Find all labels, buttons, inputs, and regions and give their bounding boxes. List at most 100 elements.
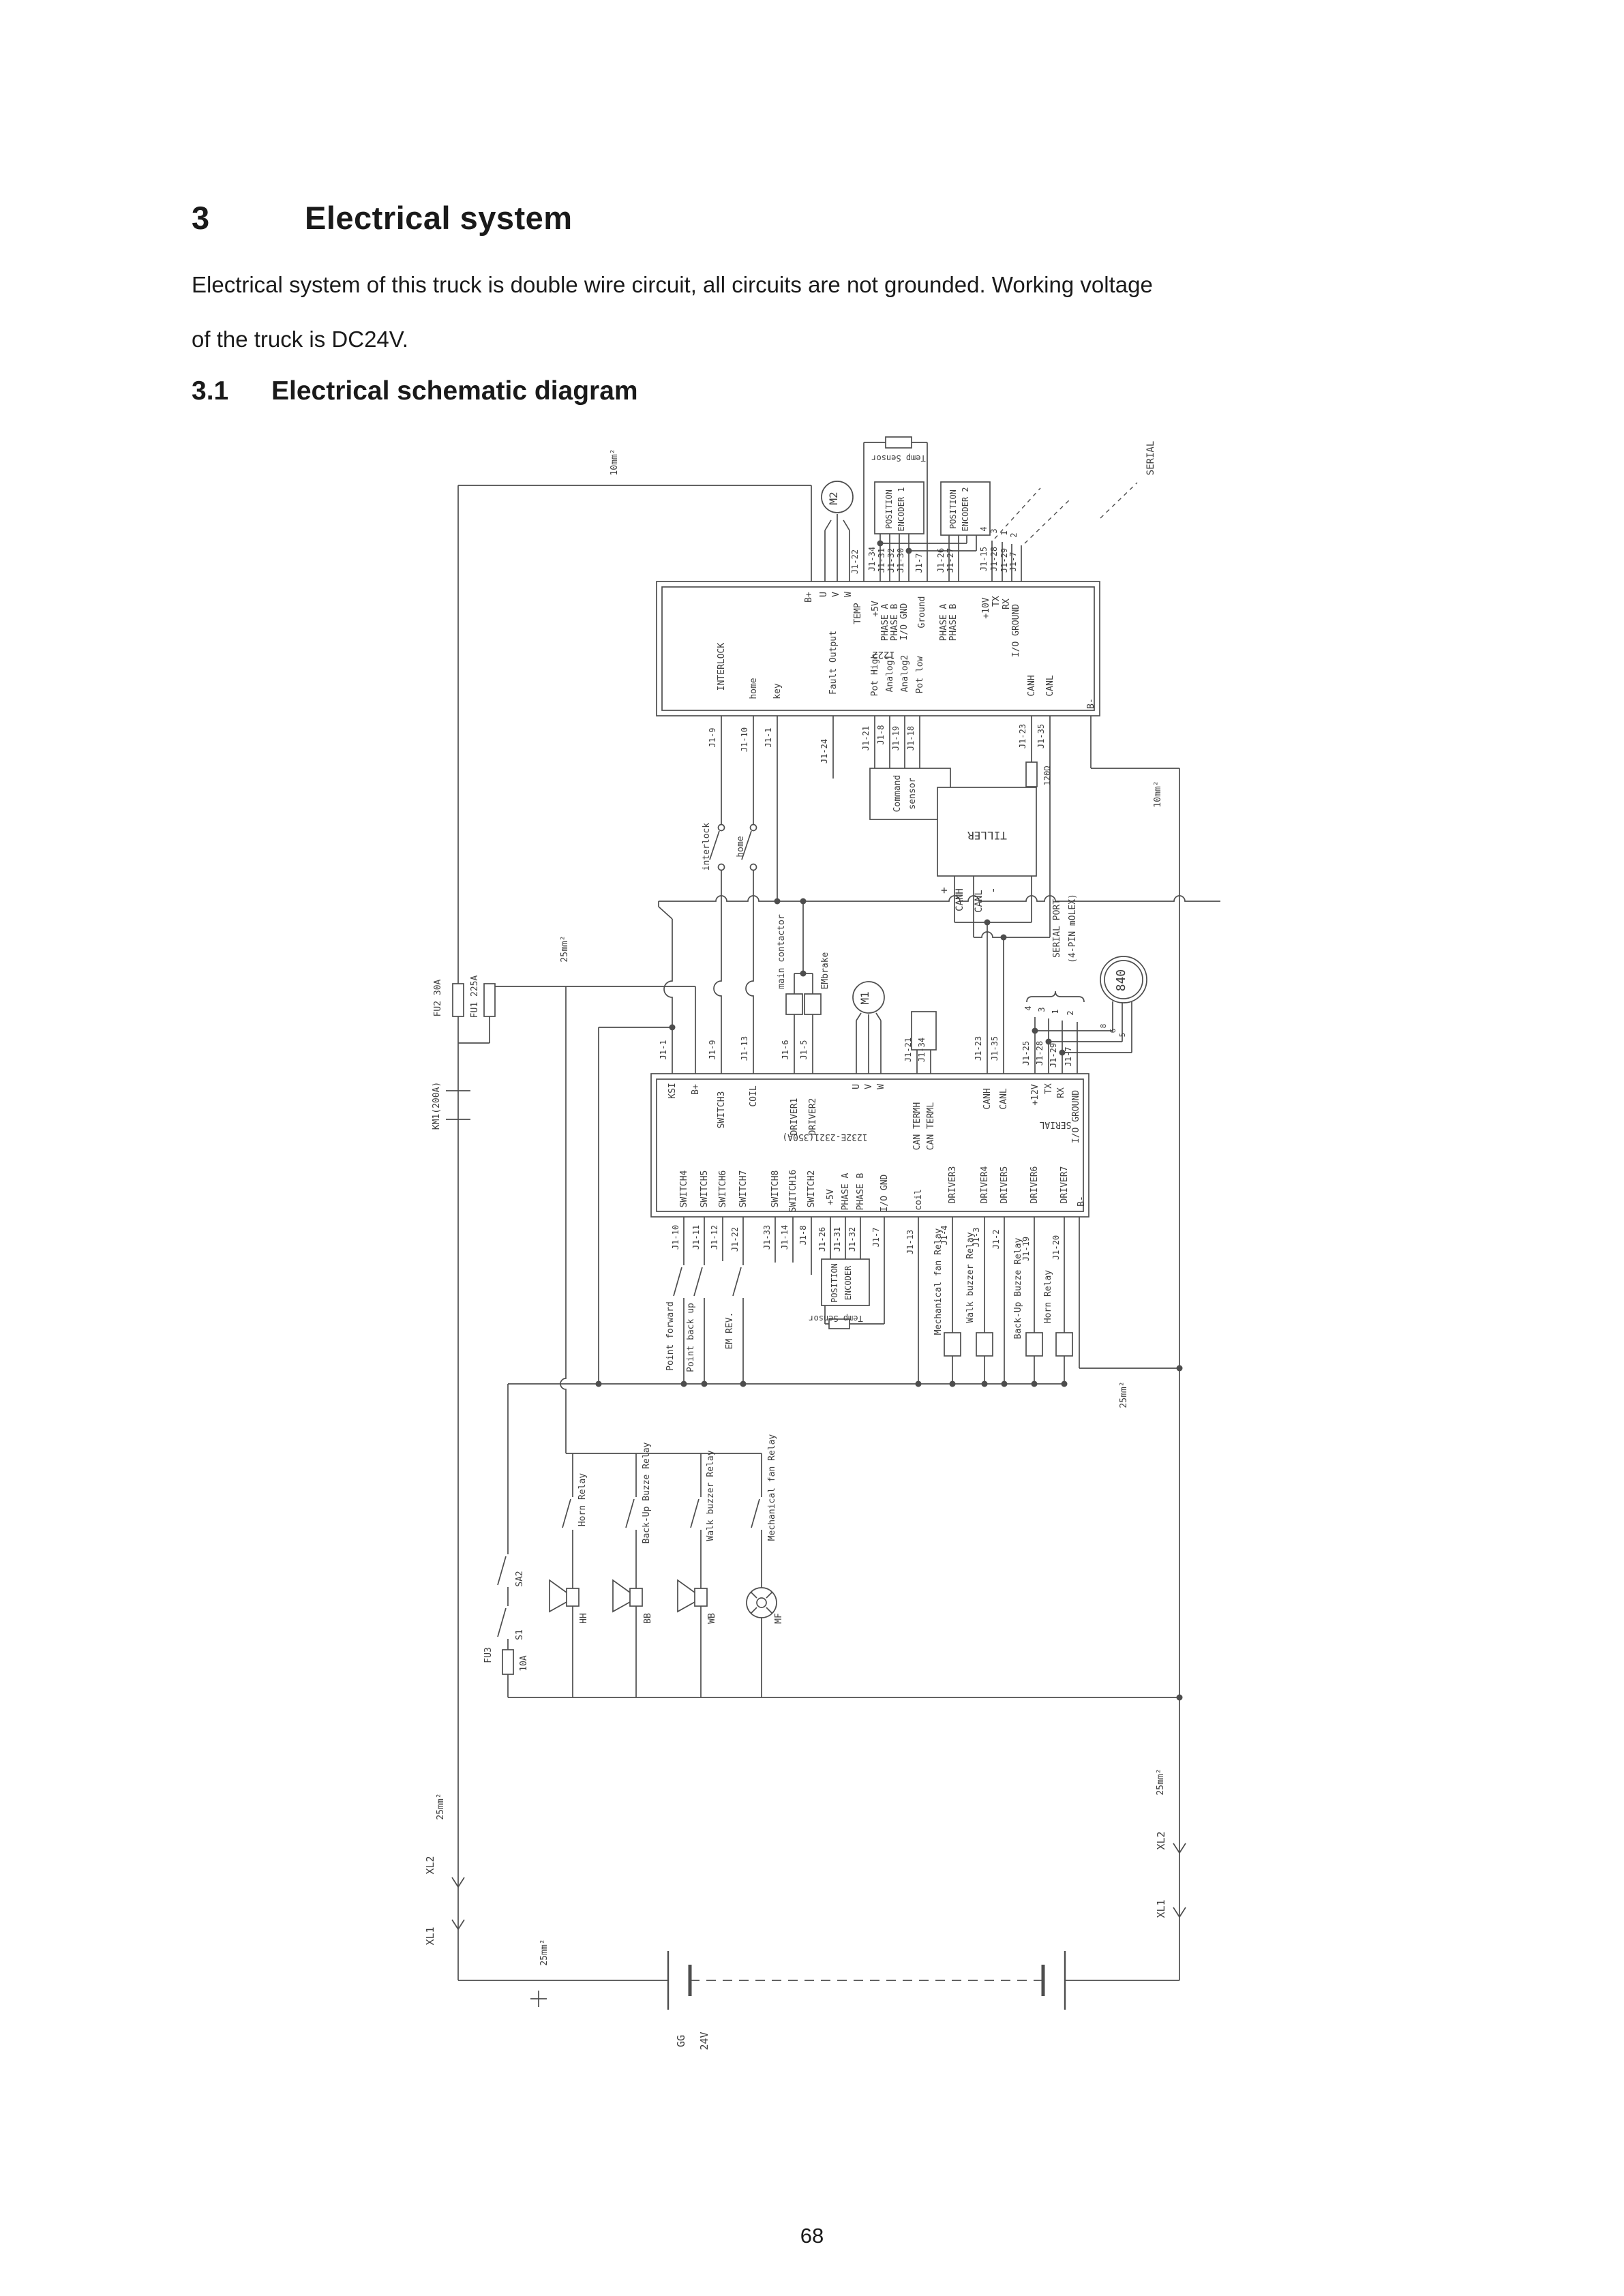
diagram-label: 3: [989, 528, 999, 533]
diagram-label: J1-1: [764, 728, 773, 748]
diagram-label: ENCODER 1: [897, 487, 906, 531]
diagram-label: J1-29: [1049, 1043, 1058, 1068]
diagram-label: 25mm²: [436, 1793, 446, 1819]
dashed-wires: [690, 482, 1138, 1981]
diagram-label: 3: [1037, 1007, 1047, 1012]
diagram-label: Point back up: [686, 1303, 696, 1372]
diagram-label: J1-8: [798, 1226, 808, 1245]
diagram-label: FU2 30A: [433, 979, 443, 1016]
diagram-label: SWITCH7: [738, 1170, 749, 1208]
diagram-label: FU3: [483, 1647, 494, 1663]
diagram-label: +: [937, 887, 950, 894]
diagram-label: +5V: [826, 1189, 836, 1205]
diagram-label: SWITCH3: [717, 1091, 727, 1129]
diagram-label: J1-34: [917, 1038, 927, 1062]
diagram-label: TEMP: [853, 603, 863, 624]
diagram-label: DRIVER4: [980, 1166, 990, 1203]
diagram-label: 10A: [519, 1655, 529, 1672]
fuse-fu2: [452, 983, 464, 1017]
diagram-label: 25mm²: [1119, 1381, 1129, 1408]
diagram-label: Walk buzzer Relay: [965, 1232, 976, 1323]
section-title: Electrical schematic diagram: [271, 376, 638, 406]
diagram-label: XL1: [1155, 1899, 1167, 1918]
diagram-label: J1-5: [799, 1040, 809, 1060]
diagram-label: HH: [579, 1613, 589, 1624]
diagram-label: Analog2: [900, 655, 910, 693]
diagram-label: SWITCH16: [788, 1170, 798, 1213]
embrake-coil: [804, 993, 822, 1015]
diagram-label: J1-28: [1035, 1041, 1044, 1066]
diagram-label: J1-10: [740, 727, 749, 752]
fuse-fu1: [483, 983, 496, 1017]
diagram-label: J1-31: [832, 1227, 842, 1252]
diagram-label: Back-Up Buzze Relay: [1013, 1237, 1023, 1339]
diagram-label: 1: [999, 530, 1009, 535]
section-heading: 3.1 Electrical schematic diagram: [192, 376, 638, 406]
diagram-label: J1-4: [939, 1226, 949, 1245]
diagram-label: GG: [675, 2035, 687, 2047]
diagram-label: PHASE B: [948, 603, 959, 641]
diagram-label: Back-Up Buzze Relay: [642, 1442, 652, 1543]
diagram-label: DRIVER1: [790, 1098, 800, 1136]
diagram-label: -: [987, 887, 999, 894]
diagram-label: CANL: [974, 890, 984, 913]
diagram-label: 2: [1009, 532, 1019, 537]
diagram-label: I/O GND: [899, 603, 909, 640]
diagram-label: PHASE A: [841, 1173, 851, 1210]
diagram-label: KSI: [667, 1083, 678, 1098]
diagram-label: B+: [691, 1084, 701, 1095]
diagram-label: J1-21: [903, 1038, 913, 1062]
diagram-label: 4: [1023, 1006, 1033, 1010]
diagram-label: POSITION: [948, 489, 958, 529]
diagram-label: V: [831, 592, 841, 597]
diagram-label: J1-34: [867, 547, 877, 571]
diagram-label: J1-24: [819, 739, 829, 764]
buzzer-wb: [677, 1579, 708, 1613]
temp-sensor-1: [885, 436, 912, 449]
diagram-label: J1-19: [1021, 1237, 1031, 1261]
diagram-label: J1-28: [989, 547, 999, 571]
diagram-label: J1-15: [979, 547, 989, 571]
diagram-label: SA2: [515, 1571, 525, 1586]
diagram-label: TX: [991, 596, 1002, 607]
diagram-label: XL2: [424, 1856, 436, 1874]
diagram-label: J1-23: [974, 1036, 983, 1061]
diagram-label: J1-14: [780, 1225, 790, 1250]
diagram-label: SERIAL: [1039, 1119, 1071, 1130]
diagram-label: W: [876, 1084, 886, 1089]
diagram-label: Ground: [917, 596, 927, 629]
diagram-label: SWITCH8: [770, 1170, 781, 1208]
can-term-resistor: [911, 1011, 937, 1051]
diagram-label: interlock: [702, 823, 712, 871]
horn-hh: [549, 1579, 580, 1613]
diagram-label: Horn Relay: [1043, 1270, 1053, 1323]
diagram-label: XL1: [424, 1927, 436, 1945]
diagram-label: CANL: [1045, 675, 1055, 696]
temp-sensor-lower: [828, 1318, 850, 1329]
diagram-label: EMbrake: [820, 952, 830, 989]
diagram-label: ENCODER 2: [961, 487, 970, 531]
diagram-label: J1-7: [1064, 1047, 1073, 1067]
main-contactor-coil: [785, 993, 803, 1015]
diagram-label: J1-12: [710, 1225, 719, 1250]
diagram-label: 25mm²: [539, 1939, 550, 1965]
junction-dots: [595, 540, 1183, 1701]
diagram-label: Mechanical fan Relay: [767, 1434, 777, 1541]
backup-buzzer-relay-coil: [1025, 1332, 1043, 1357]
diagram-label: J1-8: [876, 725, 886, 745]
section-number: 3.1: [192, 376, 229, 406]
position-encoder-1: [874, 481, 924, 534]
diagram-label: Analog1: [885, 655, 895, 693]
diagram-label: 8: [1099, 1024, 1108, 1029]
diagram-label: POSITION: [830, 1263, 839, 1303]
body-text-line: Electrical system of this truck is doubl…: [192, 272, 1153, 297]
diagram-label: 25mm²: [1156, 1768, 1166, 1795]
diagram-label: J1-22: [730, 1227, 740, 1252]
diagram-label: SERIAL: [1145, 441, 1156, 476]
diagram-label: KM1(200A): [432, 1082, 442, 1130]
diagram-label: 25mm²: [560, 935, 570, 962]
diagram-label: J1-9: [708, 1040, 717, 1060]
diagram-label: U: [852, 1084, 862, 1089]
